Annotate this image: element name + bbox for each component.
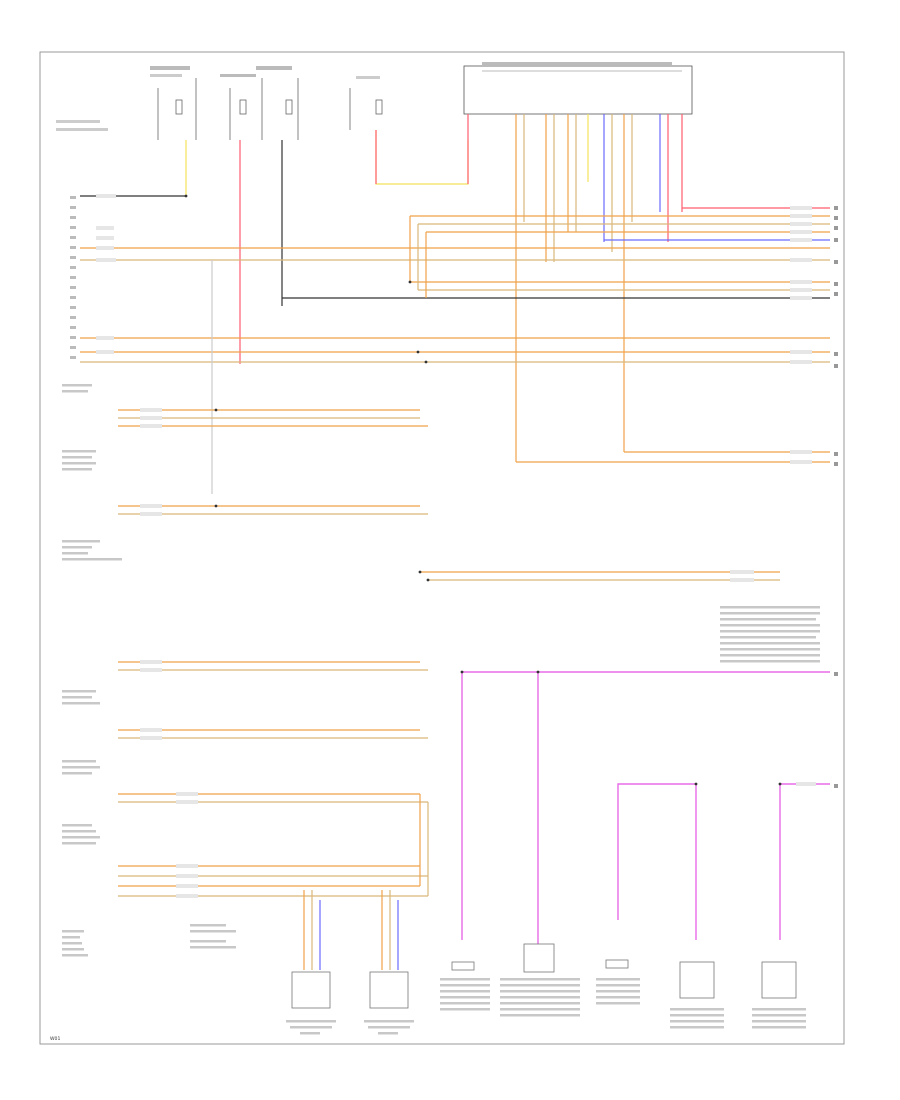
left-headlamp-connector	[291, 971, 331, 1009]
page-label: W01	[50, 1036, 60, 1042]
module-output-wires	[515, 114, 683, 462]
right-headlamp-connector	[369, 971, 409, 1009]
left-connector-column	[70, 196, 76, 359]
bottom-headlamp-wires	[303, 890, 399, 970]
diagram-frame	[39, 51, 845, 1045]
sensor-connector-3	[605, 959, 629, 969]
sensor-connector-4	[679, 961, 715, 999]
bottom-components	[291, 943, 797, 1009]
wire-label-blocks	[96, 194, 816, 898]
wires-vertical-top	[185, 114, 469, 364]
left-component-wires	[118, 409, 780, 897]
splice-dots	[184, 194, 782, 786]
control-module-box	[463, 62, 693, 115]
sensor-connector-5	[761, 961, 797, 999]
bottom-component-labels	[286, 978, 806, 1035]
sensor-connector-1	[451, 961, 475, 971]
component-description-blocks	[62, 384, 820, 957]
wires-vertical-mid	[211, 216, 427, 494]
sensor-connector-2	[523, 943, 555, 973]
fuse-block-left	[157, 78, 383, 140]
right-edge-terminals	[834, 206, 838, 788]
fuse-labels	[56, 66, 380, 131]
magenta-wires	[461, 671, 830, 944]
wires-horizontal-right	[80, 195, 830, 463]
